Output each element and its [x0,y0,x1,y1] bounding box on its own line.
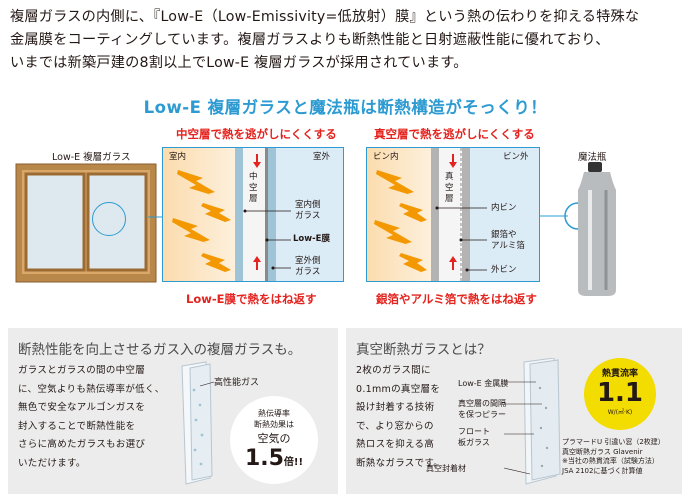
section-headline: Low-E 複層ガラスと魔法瓶は断熱構造がそっくり！ [143,98,548,117]
vacuum-layer-label: 真 空 層 [445,172,454,204]
left-top-caption: 中空層で熱を逃がしにくくする [176,127,337,141]
gas-box-body: ガラスとガラスの間の中空層 に、空気よりも熱伝導率が低く、 無色で安全なアルゴン… [18,365,165,469]
inside-bottle-label: ビン内 [373,152,399,162]
outside-bottle-label: ビン外 [503,152,529,162]
seal-label: 真空封着材 [426,464,466,473]
badge-value: 1.1 [596,378,644,408]
indoor-label: 室内 [169,152,187,162]
bottle-diagram-graphic [367,148,539,281]
lowe-film-label: Low-E膜 [293,234,330,244]
vacuum-box-title: 真空断熱ガラスとは？ [356,342,491,358]
product-note: プラマードU 引違い窓（2枚建） 真空断熱ガラス Glavenir ※当社の熱貫… [562,438,665,475]
lowe-metal-label: Low-E 金属膜 [458,379,509,388]
left-bottom-caption: Low-E膜で熱をはね返す [186,292,317,306]
lowe-glass-diagram: 室内 室外 中 空 層 室内側 ガラス Low-E膜 室外側 ガラス [162,147,344,282]
intro-line-1: 複層ガラスの内側に、『Low-E（Low-Emissivity=低放射）膜』とい… [10,9,640,25]
spacer-label: 真空層の間隔 を保つピラー [458,399,506,419]
gas-circle-line-3: 空気の [257,432,291,445]
window-detail-circle [92,202,126,236]
intro-line-2: 金属膜をコーティングしています。複層ガラスよりも断熱性能と日射遮蔽性能に優れてお… [10,32,610,48]
gas-filled-glass-box: 断熱性能を向上させるガス入の複層ガラスも。 ガラスとガラスの間の中空層 に、空気… [8,328,338,494]
outdoor-label: 室外 [313,152,331,162]
badge-unit: W/(㎡·K) [607,409,633,416]
u-value-badge: 熱貫流率 1.1 W/(㎡·K) [584,358,656,430]
vacuum-glass-illustration [504,358,561,485]
inner-glass-label: 室内側 ガラス [295,200,321,221]
gas-glass-illustration [181,361,215,485]
gas-circle-value: 1.5 [244,446,284,471]
gas-box-title: 断熱性能を向上させるガス入の複層ガラスも。 [18,342,302,358]
gas-label: 高性能ガス [214,378,260,388]
right-bottom-caption: 銀箔やアルミ箔で熱をはね返す [376,292,537,306]
outer-bottle-label: 外ビン [491,265,517,275]
foil-label: 銀箔や アルミ箔 [491,230,525,251]
gas-circle-line-2: 断熱効果は [254,420,294,429]
vacuum-bottle-diagram: ビン内 ビン外 真 空 層 内ビン 銀箔や アルミ箔 外ビン [366,147,540,282]
badge-title: 熱貫流率 [601,369,638,379]
vacuum-bottle-illustration [540,162,616,296]
outer-glass-label: 室外側 ガラス [295,256,321,277]
window-label: Low-E 複層ガラス [52,152,131,163]
vacuum-box-body: 2枚のガラス間に 0.1mmの真空層を 設け封着する技術 で、より窓からの 熱ロ… [356,365,444,469]
gas-circle-suffix: 倍!! [283,457,304,468]
float-glass-label: フロート 板ガラス [458,427,490,447]
hollow-layer-label: 中 空 層 [249,172,258,204]
vacuum-glass-box: 真空断熱ガラスとは？ 2枚のガラス間に 0.1mmの真空層を 設け封着する技術 … [346,328,682,494]
gas-effect-circle: 熱伝導率 断熱効果は 空気の 1.5倍!! [230,396,318,484]
vacuum-bottle-label: 魔法瓶 [578,152,607,163]
window-illustration [15,163,166,283]
right-top-caption: 真空層で熱を逃がしにくくする [374,127,535,141]
inner-bottle-label: 内ビン [491,203,517,213]
lowe-diagram-graphic [163,148,343,281]
gas-circle-line-1: 熱伝導率 [258,409,290,418]
intro-line-3: いまでは新築戸建の8割以上でLow-E 複層ガラスが採用されています。 [10,55,468,71]
intro-paragraph: 複層ガラスの内側に、『Low-E（Low-Emissivity=低放射）膜』とい… [10,6,682,75]
